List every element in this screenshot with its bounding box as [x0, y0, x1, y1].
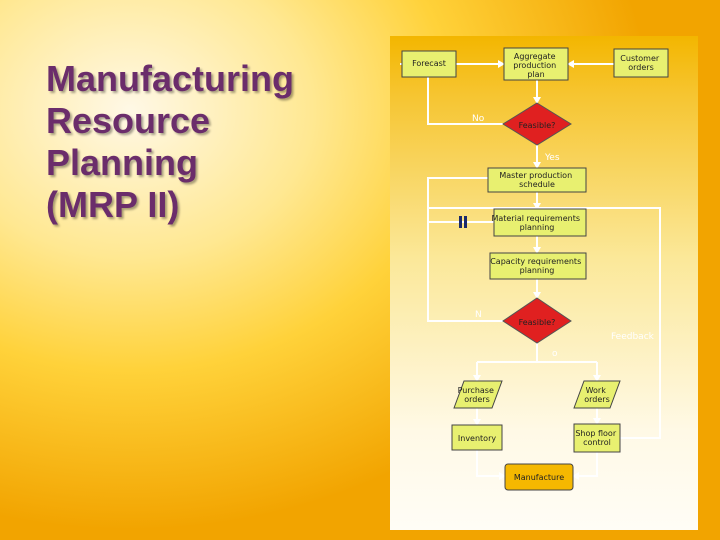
- svg-text:Customer orders: Customer orders: [620, 54, 661, 72]
- yes-label-2: o: [552, 349, 558, 359]
- feedback-label: Feedback: [611, 332, 655, 342]
- feasible-diamond-2: [502, 297, 572, 344]
- crp-line: Capacity requirements: [490, 257, 581, 266]
- title-line: Planning: [46, 142, 198, 183]
- feedback-marker-bar: [464, 216, 467, 228]
- mrp-box-shape: [493, 208, 587, 237]
- shop-floor-line: control: [583, 438, 611, 447]
- connector-shopfloor-manufacture: [572, 452, 598, 480]
- purchase-orders-line: orders: [464, 395, 490, 404]
- title-line: Manufacturing: [46, 58, 294, 99]
- flow-connectors: [400, 60, 661, 480]
- mps-box-shape: [487, 167, 587, 193]
- svg-text:Aggregate production: Aggregate production plan: [513, 52, 559, 79]
- manufacture-box[interactable]: Manufacture: [504, 463, 574, 491]
- mps-line: Master production: [499, 171, 572, 180]
- customer-orders-box[interactable]: Customer orders: [613, 48, 669, 78]
- svg-text:Capacity requirements pl: Capacity requirements planning: [490, 257, 584, 275]
- forecast-box-shape: [401, 50, 457, 78]
- mrp-line: planning: [520, 223, 555, 232]
- shop-floor-box-shape: [573, 423, 621, 453]
- purchase-orders-line: Purchase: [458, 386, 494, 395]
- work-orders-box[interactable]: Work orders: [573, 380, 621, 409]
- feasible-decision-2[interactable]: Feasible?: [502, 297, 572, 344]
- shop-floor-control-box[interactable]: Shop floor control: [573, 423, 621, 453]
- svg-text:Shop floor control: Shop floor control: [575, 429, 618, 447]
- feasible-label-2: Feasible?: [519, 318, 556, 327]
- manufacture-box-shape: [504, 463, 574, 491]
- svg-text:Material requirements pl: Material requirements planning: [491, 214, 582, 232]
- forecast-box[interactable]: Forecast: [401, 50, 457, 78]
- no-label-1: No: [472, 114, 485, 124]
- aggregate-plan-line: production: [513, 61, 556, 70]
- customer-orders-line: orders: [628, 63, 654, 72]
- work-orders-line: orders: [584, 395, 610, 404]
- mps-line: schedule: [519, 180, 555, 189]
- purchase-orders-shape: [453, 380, 503, 409]
- svg-text:Work orders: Work orders: [584, 386, 610, 404]
- work-orders-line: Work: [586, 386, 607, 395]
- title-line: (MRP II): [46, 184, 180, 225]
- no-label-2: N: [475, 310, 482, 320]
- customer-orders-line: Customer: [620, 54, 660, 63]
- crp-line: planning: [520, 266, 555, 275]
- mrp-line: Material requirements: [491, 214, 580, 223]
- material-requirements-planning-box[interactable]: Material requirements planning: [491, 208, 587, 237]
- forecast-label: Forecast: [412, 59, 446, 68]
- crp-box-shape: [489, 252, 587, 280]
- master-production-schedule-box[interactable]: Master production schedule: [487, 167, 587, 193]
- connector-feedback-loop: [427, 207, 661, 439]
- inventory-label: Inventory: [458, 434, 496, 443]
- connector-inventory-manufacture: [476, 450, 506, 480]
- aggregate-production-plan-box[interactable]: Aggregate production plan: [503, 47, 569, 81]
- aggregate-plan-line: Aggregate: [514, 52, 556, 61]
- connector-no-loop-2: [427, 177, 503, 322]
- feasible-label-1: Feasible?: [519, 121, 556, 130]
- feasible-decision-1[interactable]: Feasible?: [502, 102, 572, 146]
- inventory-box-shape: [451, 424, 503, 451]
- slide-title: Manufacturing Resource Planning (MRP II): [46, 58, 366, 226]
- aggregate-plan-box-shape: [503, 47, 569, 81]
- inventory-box[interactable]: Inventory: [451, 424, 503, 451]
- aggregate-plan-line: plan: [527, 70, 544, 79]
- yes-label-1: Yes: [544, 153, 560, 163]
- purchase-orders-box[interactable]: Purchase orders: [453, 380, 503, 409]
- feedback-marker: [459, 216, 467, 228]
- svg-text:Purchase orders: Purchase orders: [458, 386, 497, 404]
- title-line: Resource: [46, 100, 211, 141]
- work-orders-shape: [573, 380, 621, 409]
- shop-floor-line: Shop floor: [575, 429, 616, 438]
- feasible-diamond-1: [502, 102, 572, 146]
- capacity-requirements-planning-box[interactable]: Capacity requirements planning: [489, 252, 587, 280]
- svg-text:Master production schedu: Master production schedule: [499, 171, 574, 189]
- customer-orders-box-shape: [613, 48, 669, 78]
- manufacture-label: Manufacture: [514, 473, 564, 482]
- feedback-marker-bar: [459, 216, 462, 228]
